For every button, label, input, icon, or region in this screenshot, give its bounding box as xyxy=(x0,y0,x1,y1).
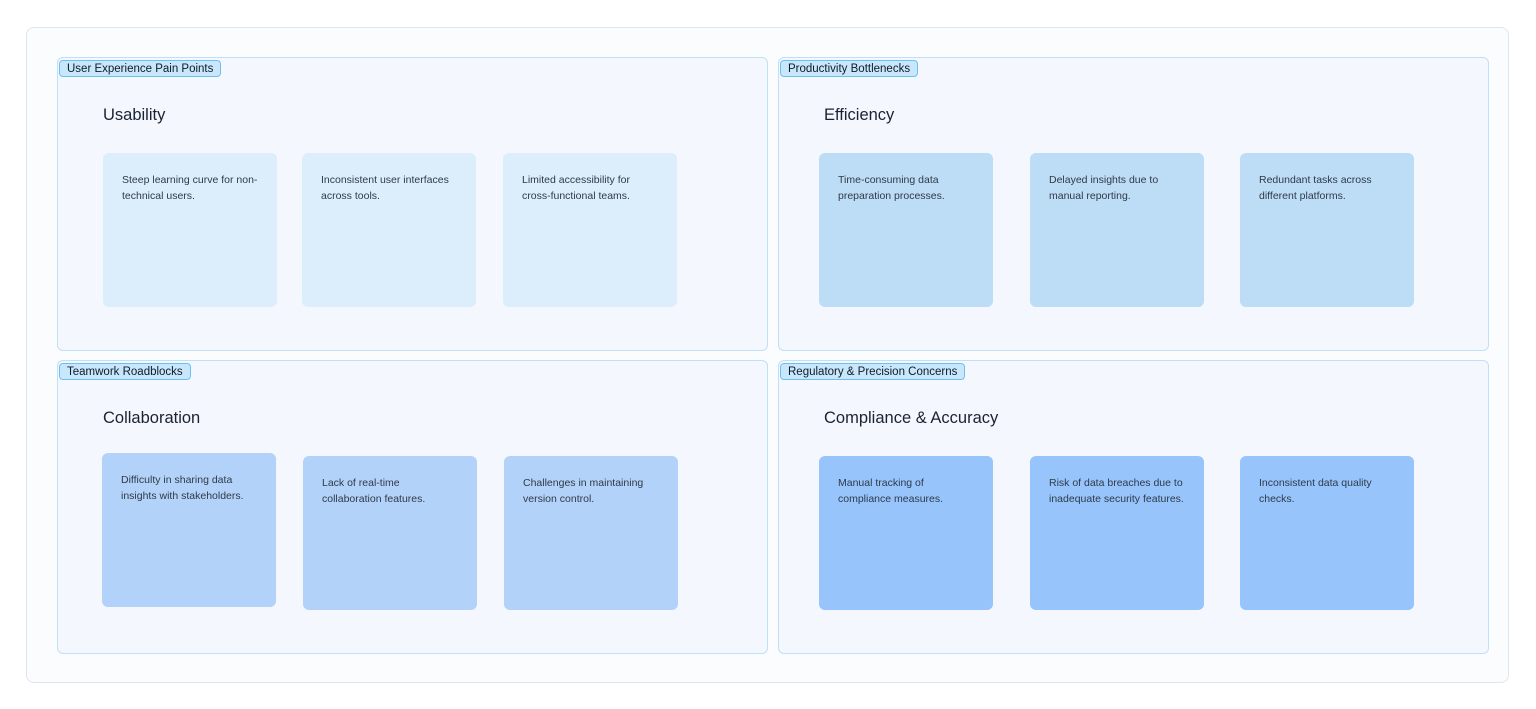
section-heading[interactable]: Collaboration xyxy=(103,409,201,427)
sticky-note[interactable]: Delayed insights due to manual reporting… xyxy=(1030,153,1204,307)
section-compliance-accuracy[interactable]: Regulatory & Precision Concerns Complian… xyxy=(778,360,1489,654)
sticky-note[interactable]: Difficulty in sharing data insights with… xyxy=(102,453,276,607)
sticky-note[interactable]: Risk of data breaches due to inadequate … xyxy=(1030,456,1204,610)
section-tag[interactable]: User Experience Pain Points xyxy=(59,60,222,77)
sticky-note[interactable]: Inconsistent user interfaces across tool… xyxy=(302,153,476,307)
sticky-note[interactable]: Limited accessibility for cross-function… xyxy=(503,153,677,307)
sticky-note[interactable]: Manual tracking of compliance measures. xyxy=(819,456,993,610)
section-efficiency[interactable]: Productivity Bottlenecks Efficiency Time… xyxy=(778,57,1489,351)
sticky-note[interactable]: Redundant tasks across different platfor… xyxy=(1240,153,1414,307)
section-collaboration[interactable]: Teamwork Roadblocks Collaboration Diffic… xyxy=(57,360,768,654)
section-usability[interactable]: User Experience Pain Points Usability St… xyxy=(57,57,768,351)
sticky-note[interactable]: Lack of real-time collaboration features… xyxy=(303,456,477,610)
sticky-note[interactable]: Steep learning curve for non-technical u… xyxy=(103,153,277,307)
sticky-note[interactable]: Challenges in maintaining version contro… xyxy=(504,456,678,610)
sticky-note[interactable]: Time-consuming data preparation processe… xyxy=(819,153,993,307)
section-heading[interactable]: Usability xyxy=(103,106,166,124)
section-heading[interactable]: Efficiency xyxy=(824,106,895,124)
section-heading[interactable]: Compliance & Accuracy xyxy=(824,409,999,427)
section-tag[interactable]: Productivity Bottlenecks xyxy=(780,60,919,77)
section-tag[interactable]: Regulatory & Precision Concerns xyxy=(780,363,966,380)
sticky-note[interactable]: Inconsistent data quality checks. xyxy=(1240,456,1414,610)
section-tag[interactable]: Teamwork Roadblocks xyxy=(59,363,191,380)
